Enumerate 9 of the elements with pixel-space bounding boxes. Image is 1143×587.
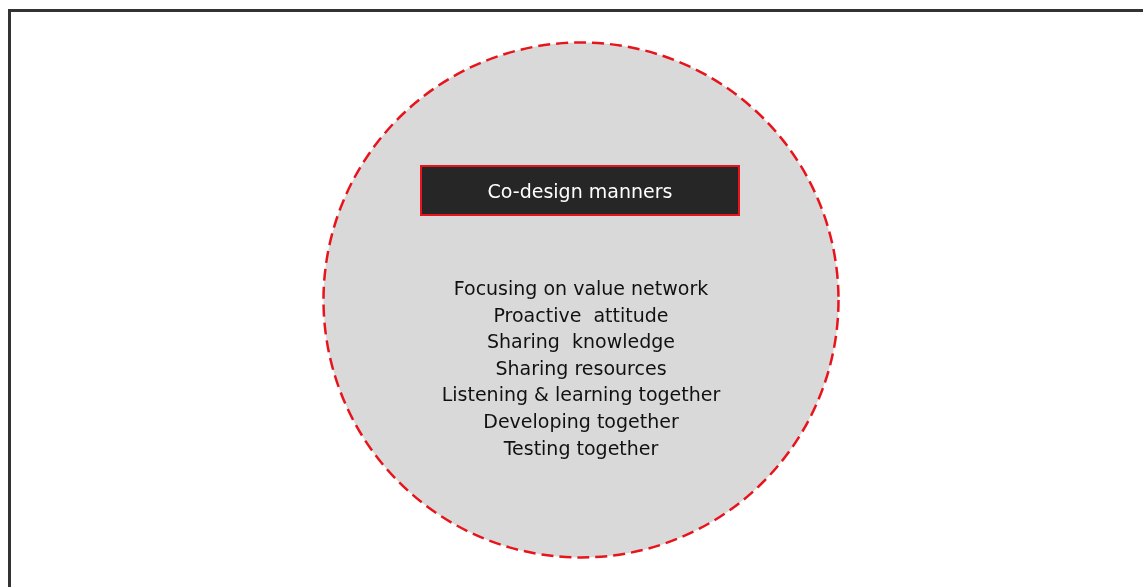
heading-box: Co-design manners bbox=[420, 165, 740, 216]
list-item: Testing together bbox=[502, 435, 660, 461]
dashed-circle bbox=[322, 41, 840, 559]
list-item: Focusing on value network bbox=[452, 276, 710, 301]
list-item: Sharing resources bbox=[494, 355, 668, 381]
list-item: Listening & learning together bbox=[440, 382, 722, 408]
list-item: Proactive attitude bbox=[492, 302, 670, 328]
list-item: Sharing knowledge bbox=[486, 329, 676, 355]
list-item: Developing together bbox=[482, 408, 680, 434]
